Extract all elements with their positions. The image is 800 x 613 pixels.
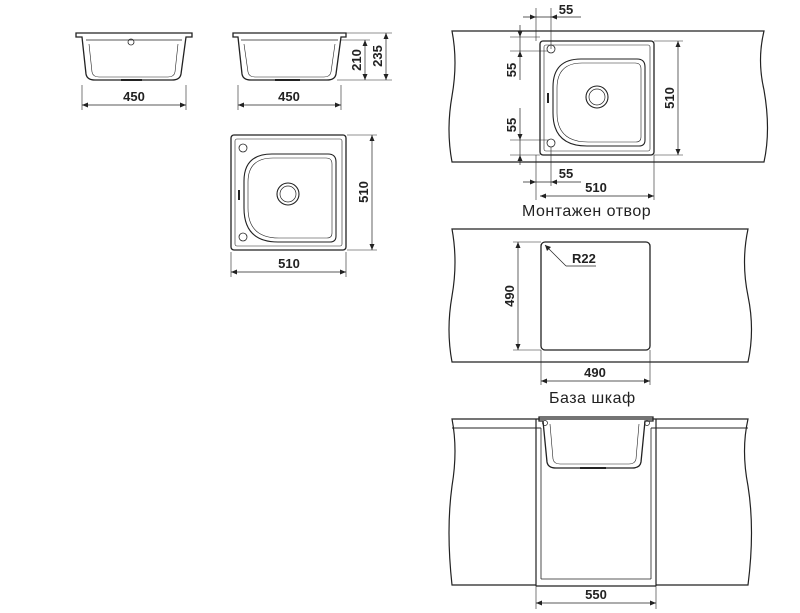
front-view-width-label: 450 bbox=[123, 89, 145, 104]
cabinet-caption: База шкаф bbox=[549, 390, 636, 407]
cutout-width-label: 490 bbox=[584, 365, 606, 380]
top-view-width-label: 510 bbox=[278, 256, 300, 271]
top-view-sink-outline bbox=[230, 134, 347, 251]
side-view-sink-profile bbox=[232, 32, 347, 81]
side-view: 210 235 450 bbox=[232, 32, 392, 110]
cutout-countertop-slab bbox=[448, 228, 753, 363]
top-view-drain-icon bbox=[276, 182, 300, 206]
side-view-inner-depth-label: 210 bbox=[349, 49, 364, 71]
cutout-opening bbox=[540, 241, 651, 351]
front-view-tap-hole bbox=[127, 38, 135, 46]
cabinet-width-label: 550 bbox=[585, 587, 607, 602]
countertop-slab bbox=[448, 30, 769, 163]
cutout-height-label: 490 bbox=[502, 285, 517, 307]
cabinet-sink-profile bbox=[538, 416, 654, 469]
mounting-left-lower-offset-label: 55 bbox=[504, 118, 519, 132]
front-view: 450 bbox=[75, 32, 193, 110]
side-view-width-label: 450 bbox=[278, 89, 300, 104]
mounting-diagram: 55 55 55 55 510 510 bbox=[448, 2, 769, 200]
top-view-bowl-outline bbox=[243, 153, 337, 243]
cutout-radius-label: R22 bbox=[572, 251, 596, 266]
top-view-tap-hole-icon bbox=[238, 143, 248, 153]
cutout-diagram: R22 490 490 bbox=[448, 228, 753, 385]
side-view-total-depth-label: 235 bbox=[370, 45, 385, 67]
front-view-sink-profile bbox=[75, 32, 193, 81]
mounting-height-label: 510 bbox=[662, 87, 677, 109]
top-view: 510 510 bbox=[230, 134, 377, 277]
cabinet-countertop bbox=[448, 418, 753, 586]
top-view-height-label: 510 bbox=[356, 181, 371, 203]
mounting-left-upper-offset-label: 55 bbox=[504, 63, 519, 77]
mounting-clip-bottom-icon bbox=[546, 138, 556, 148]
cabinet-diagram: 550 bbox=[448, 416, 753, 609]
cutout-caption: Монтажен отвор bbox=[522, 203, 652, 220]
mounting-top-offset-label: 55 bbox=[559, 2, 573, 17]
mounting-bottom-offset-label: 55 bbox=[559, 166, 573, 181]
mounting-width-label: 510 bbox=[585, 180, 607, 195]
